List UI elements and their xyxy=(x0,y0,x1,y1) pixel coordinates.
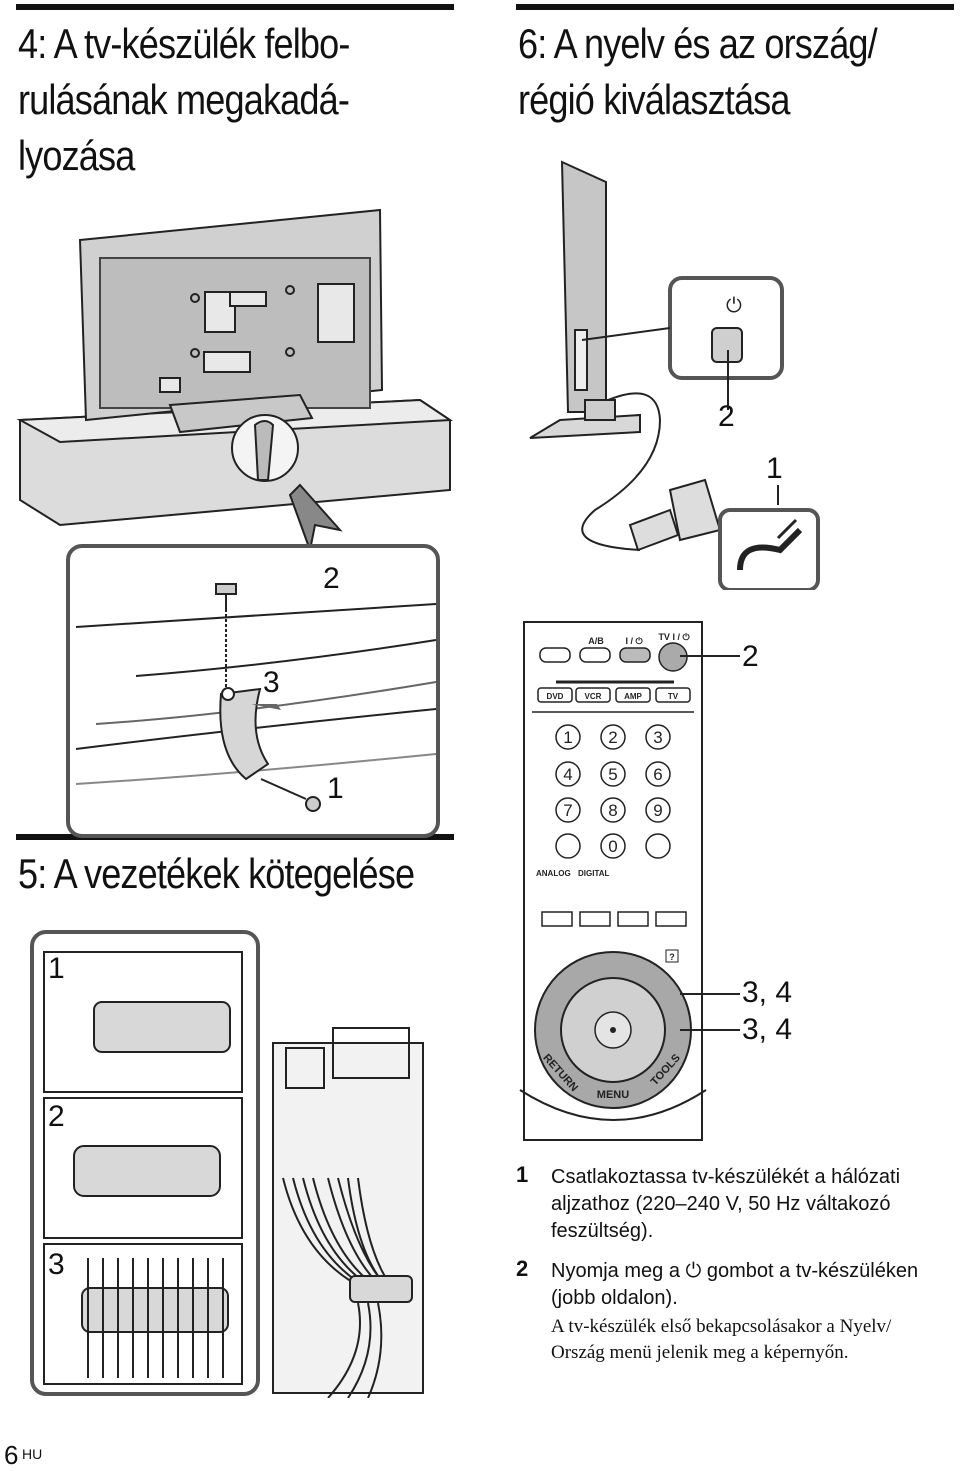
strap-screw-detail-illustration xyxy=(66,544,440,838)
section-6-title: 6: A nyelv és az ország/ régió kiválaszt… xyxy=(518,20,878,123)
remote-digit-7[interactable]: 7 xyxy=(563,801,572,820)
remote-digit-8[interactable]: 8 xyxy=(608,801,617,820)
remote-control-illustration: A/B I / ⏻ TV I / ⏻ DVD VCR AMP TV 1 2 3 … xyxy=(519,621,707,1141)
step-2-number: 2 xyxy=(516,1256,529,1281)
section-4-title: 4: A tv-készülék felbo- rulásának megaka… xyxy=(18,20,350,179)
step-1-number: 1 xyxy=(516,1162,529,1187)
callout-5-3: 3 xyxy=(48,1248,65,1281)
remote-vcr-button[interactable]: VCR xyxy=(585,692,602,701)
remote-dvd-button[interactable]: DVD xyxy=(547,692,564,701)
tv-power-connection-illustration: ⏻ xyxy=(529,160,820,590)
rule-section-4 xyxy=(16,4,454,10)
remote-digit-0[interactable]: 0 xyxy=(608,837,617,856)
language-code: HU xyxy=(22,1446,43,1462)
remote-help-label: ? xyxy=(669,952,675,962)
callout-6-remote-34b: 3, 4 xyxy=(742,1013,793,1046)
callout-5-1: 1 xyxy=(48,952,65,985)
remote-analog-label: ANALOG xyxy=(536,869,571,878)
remote-digital-label: DIGITAL xyxy=(578,869,610,878)
remote-digit-5[interactable]: 5 xyxy=(608,765,617,784)
first-startup-note: A tv-készülék első bekapcsolásakor a Nye… xyxy=(551,1316,892,1363)
callout-5-2: 2 xyxy=(48,1100,65,1133)
remote-label-tv-power: TV I / ⏻ xyxy=(658,632,690,642)
callout-4-1: 1 xyxy=(327,772,344,805)
remote-digit-2[interactable]: 2 xyxy=(608,728,617,747)
remote-callout-lines xyxy=(680,655,740,1031)
callout-6-tv-2: 2 xyxy=(718,400,735,433)
step-1-text: Csatlakoztassa tv-készülékét a hálózati … xyxy=(551,1166,901,1242)
svg-text:⏻: ⏻ xyxy=(726,295,742,317)
callout-6-plug-1: 1 xyxy=(766,452,783,485)
remote-digit-3[interactable]: 3 xyxy=(653,728,662,747)
step-2-text: Nyomja meg a ⏻ gombot a tv-készüléken (j… xyxy=(551,1260,919,1309)
remote-tv-button[interactable]: TV xyxy=(668,692,679,701)
section-5-title: 5: A vezetékek kötegelése xyxy=(18,850,415,897)
remote-label-ab: A/B xyxy=(588,636,604,646)
tv-rear-stand-illustration xyxy=(16,208,454,554)
cable-bundling-illustration xyxy=(30,930,424,1398)
remote-digit-1[interactable]: 1 xyxy=(563,728,572,747)
callout-6-remote-34a: 3, 4 xyxy=(742,976,793,1009)
remote-digit-9[interactable]: 9 xyxy=(653,801,662,820)
remote-digit-4[interactable]: 4 xyxy=(563,765,572,784)
callout-4-3: 3 xyxy=(263,666,280,699)
rule-section-6 xyxy=(516,4,954,10)
page-number: 6 xyxy=(4,1440,19,1470)
remote-amp-button[interactable]: AMP xyxy=(624,692,642,701)
callout-6-remote-2: 2 xyxy=(742,640,759,673)
remote-digit-6[interactable]: 6 xyxy=(653,765,662,784)
callout-4-2: 2 xyxy=(323,562,340,595)
remote-label-power: I / ⏻ xyxy=(625,636,643,646)
remote-menu-label: MENU xyxy=(597,1089,629,1101)
